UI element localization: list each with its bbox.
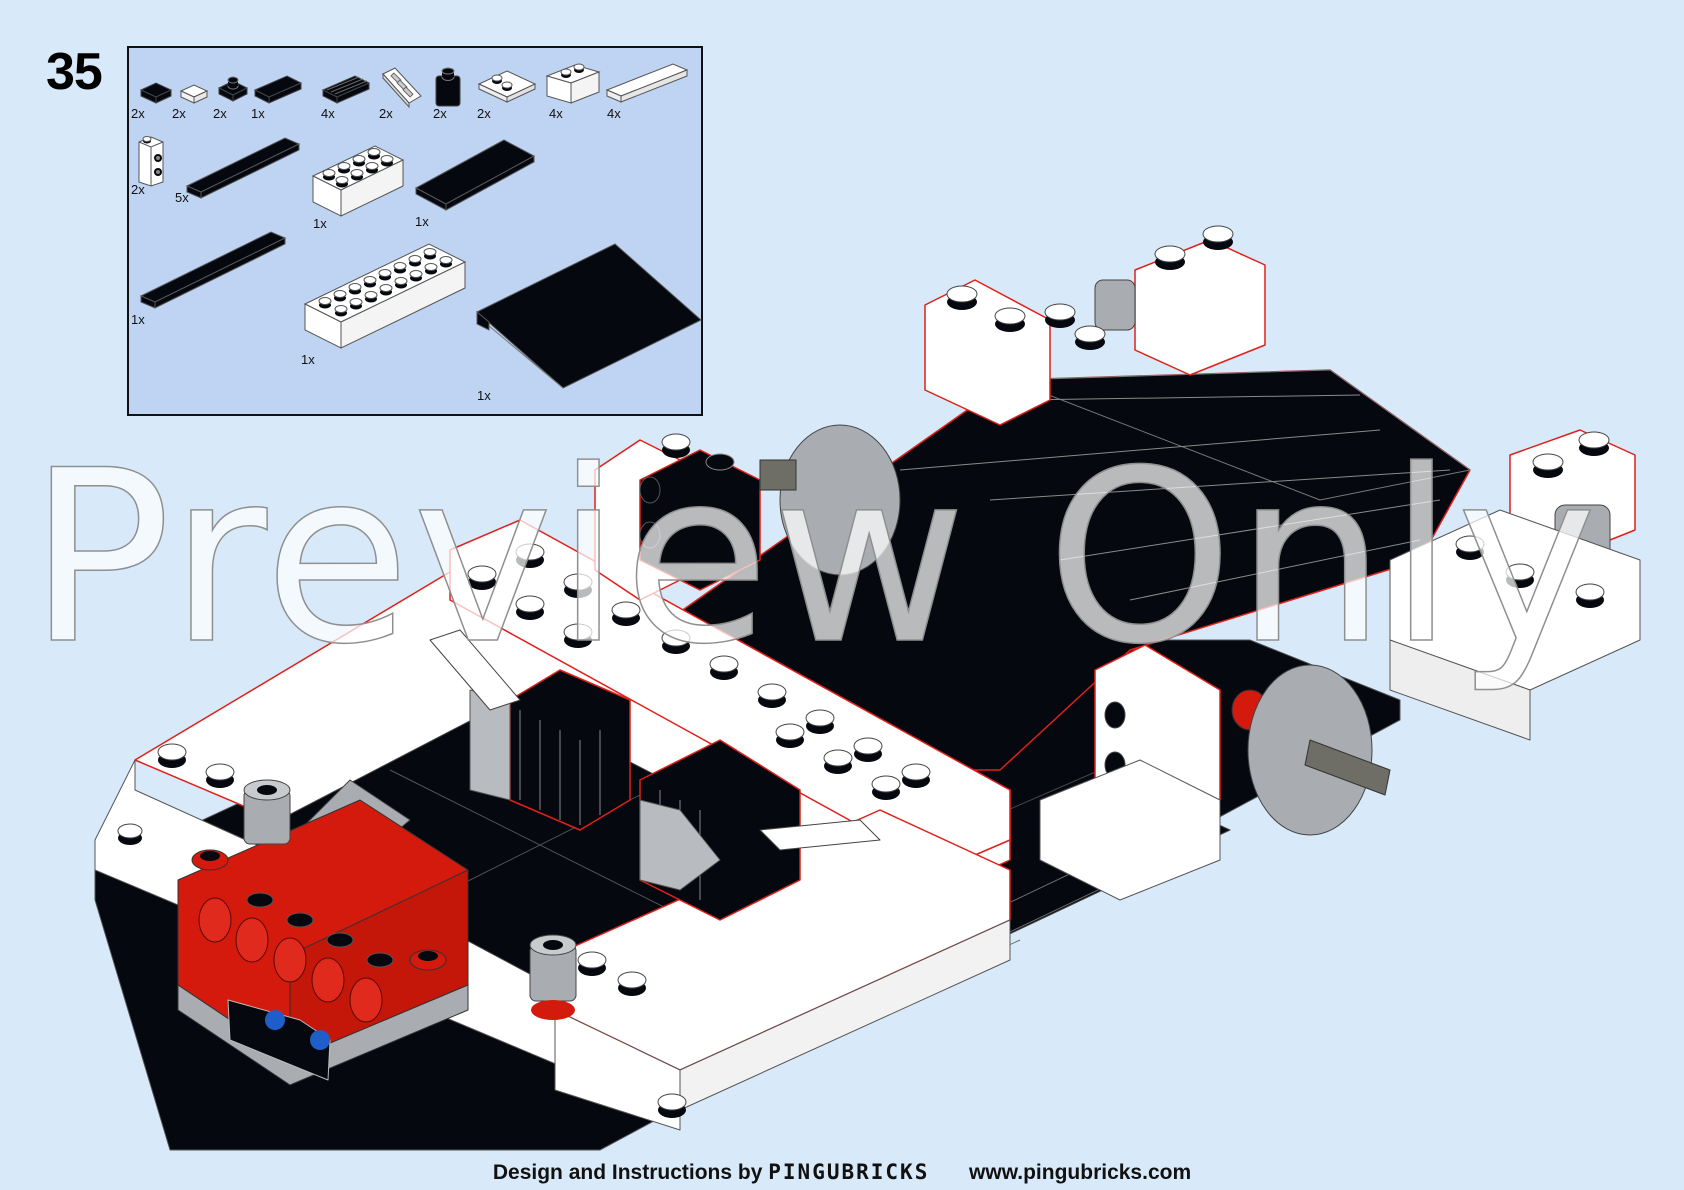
parts-list-box: 2x 2x 2x 1x 4x 2x 2x 2x 4x 4x 2x 5x (127, 46, 703, 416)
part-qty: 1x (415, 214, 429, 229)
part-qty: 1x (301, 352, 315, 367)
part-white-brick-1x1-studs-side (135, 134, 167, 187)
part-qty: 2x (379, 106, 393, 121)
part-white-tile-1x4 (605, 62, 691, 106)
part-black-tile-1x1 (139, 80, 173, 106)
part-black-tile-2x6 (414, 138, 544, 212)
footer-prefix: Design and Instructions by (492, 1161, 763, 1184)
part-white-brick-2x8 (303, 242, 471, 350)
part-black-grille-tile (321, 74, 371, 106)
part-qty: 2x (172, 106, 186, 121)
part-qty: 1x (131, 312, 145, 327)
part-qty: 2x (131, 182, 145, 197)
part-qty: 1x (251, 106, 265, 121)
part-white-slope-grille (381, 66, 423, 109)
part-black-tile-1x6 (185, 136, 305, 202)
part-qty: 4x (607, 106, 621, 121)
footer-credits: Design and Instructions by PINGUBRICKS w… (0, 1160, 1684, 1185)
part-qty: 2x (477, 106, 491, 121)
part-qty: 2x (213, 106, 227, 121)
part-qty: 2x (433, 106, 447, 121)
part-qty: 1x (313, 216, 327, 231)
part-qty: 2x (131, 106, 145, 121)
part-white-tile-1x1 (179, 82, 209, 106)
part-black-brick-1x1 (433, 67, 463, 108)
brand-logo: PINGUBRICKS (768, 1160, 930, 1184)
part-qty: 4x (549, 106, 563, 121)
part-white-brick-1x2 (545, 62, 601, 106)
part-black-tile-1x8 (139, 230, 289, 312)
footer-url[interactable]: www.pingubricks.com (969, 1161, 1192, 1184)
step-number: 35 (46, 43, 103, 101)
part-white-plate-2x2 (477, 68, 537, 104)
part-black-plate-1x1 (217, 74, 249, 104)
part-black-tile-1x2 (253, 74, 303, 106)
part-qty: 4x (321, 106, 335, 121)
part-qty: 1x (477, 388, 491, 403)
part-qty: 5x (175, 190, 189, 205)
part-white-brick-2x4 (311, 144, 409, 220)
part-black-wedge-slope (475, 242, 703, 390)
